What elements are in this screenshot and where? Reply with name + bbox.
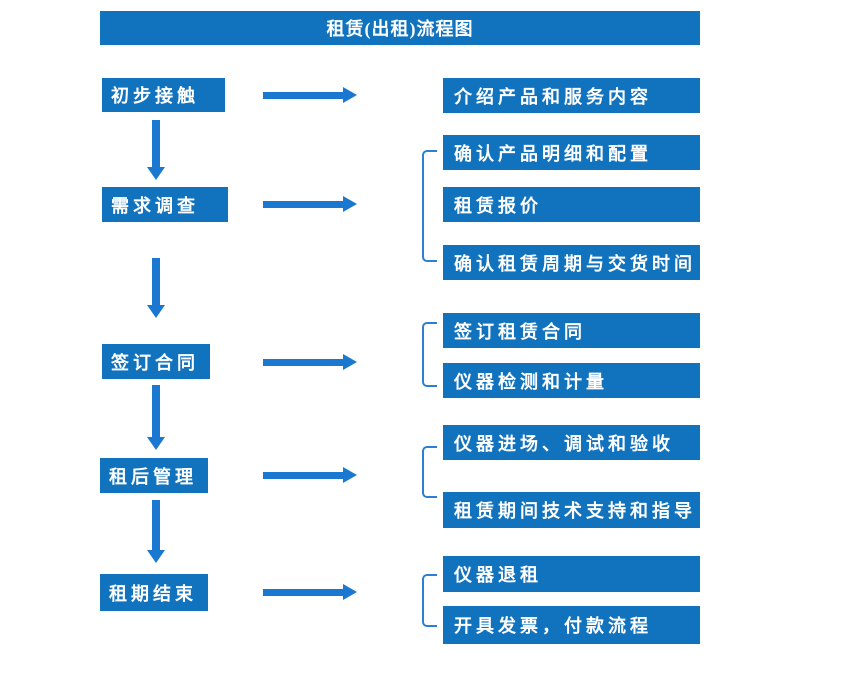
bracket-group-post-rental [422, 446, 437, 498]
down-arrow-2-shaft [152, 258, 160, 305]
stage-box-rental-end: 租期结束 [100, 574, 208, 611]
detail-box-introduce-products: 介绍产品和服务内容 [443, 78, 700, 113]
right-arrow-1-head [343, 87, 357, 103]
right-arrow-4-shaft [263, 472, 343, 479]
stage-box-post-rental-management: 租后管理 [100, 458, 208, 493]
bracket-group-demand-survey [422, 150, 437, 262]
down-arrow-4-shaft [152, 500, 160, 550]
detail-box-tech-support: 租赁期间技术支持和指导 [443, 492, 700, 528]
detail-box-confirm-product-config: 确认产品明细和配置 [443, 135, 700, 170]
detail-box-sign-rental-contract: 签订租赁合同 [443, 313, 700, 348]
bracket-group-rental-end [422, 574, 437, 627]
right-arrow-2-head [343, 196, 357, 212]
down-arrow-3-head [147, 437, 165, 450]
down-arrow-4-head [147, 550, 165, 563]
stage-box-demand-survey: 需求调查 [102, 187, 228, 222]
detail-box-confirm-period-delivery: 确认租赁周期与交货时间 [443, 245, 700, 280]
right-arrow-5-head [343, 584, 357, 600]
right-arrow-3-shaft [263, 359, 343, 366]
right-arrow-4-head [343, 467, 357, 483]
right-arrow-5-shaft [263, 589, 343, 596]
detail-box-instrument-testing: 仪器检测和计量 [443, 363, 700, 398]
right-arrow-1-shaft [263, 92, 343, 99]
down-arrow-3-shaft [152, 385, 160, 437]
detail-box-rental-quotation: 租赁报价 [443, 187, 700, 222]
flowchart-title: 租赁(出租)流程图 [100, 11, 700, 45]
right-arrow-2-shaft [263, 201, 343, 208]
detail-box-instrument-return: 仪器退租 [443, 556, 700, 592]
stage-box-initial-contact: 初步接触 [102, 78, 225, 112]
down-arrow-2-head [147, 305, 165, 318]
down-arrow-1-shaft [152, 120, 160, 167]
bracket-group-sign-contract [422, 322, 437, 387]
detail-box-invoice-payment: 开具发票，付款流程 [443, 606, 700, 644]
right-arrow-3-head [343, 354, 357, 370]
detail-box-instrument-setup-acceptance: 仪器进场、调试和验收 [443, 425, 700, 460]
down-arrow-1-head [147, 167, 165, 180]
stage-box-sign-contract: 签订合同 [102, 344, 210, 379]
